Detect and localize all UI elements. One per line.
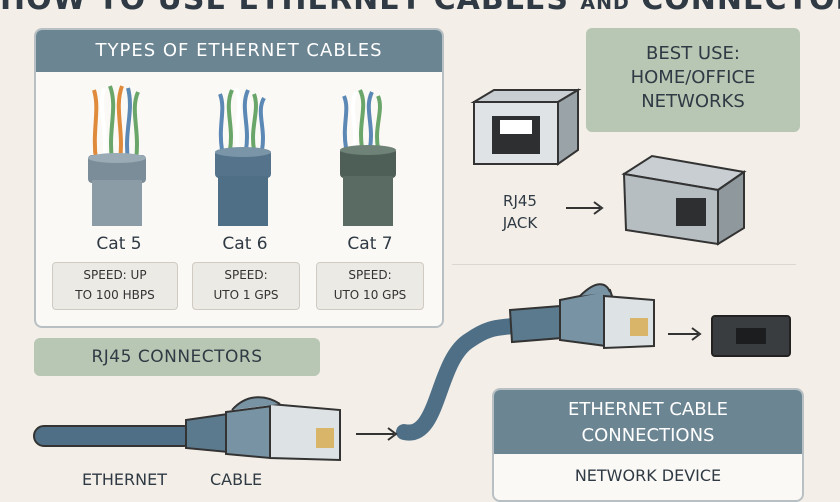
speed-line1: SPEED: [348,268,392,282]
rj45-jack-line2: JACK [502,214,538,232]
speed-line2: UTO 10 GPS [333,288,407,302]
illustration-layer [33,85,791,462]
rj45-jack-label: RJ45 JACK [480,190,560,234]
best-use-line1: BEST USE: [646,43,740,64]
speed-line1: SPEED: [224,268,268,282]
connections-heading-line2: CONNECTIONS [581,425,715,446]
rj45-connectors-tag: RJ45 CONNECTORS [34,338,320,376]
cable-types-heading: TYPES OF ETHERNET CABLES [36,30,442,72]
cat5-cable-icon [88,85,146,226]
rj45-jack-icon [470,88,582,166]
ethernet-cable-icon [396,283,655,441]
title-tail: CONNECTORS [641,0,840,17]
cable-connections-panel: ETHERNET CABLE CONNECTIONS NETWORK DEVIC… [492,388,804,502]
network-port-icon [711,315,791,357]
arrow-right-icon [566,201,604,215]
arrow-right-icon [668,327,702,341]
speed-line2: UTO 1 GPS [213,288,279,302]
title-and: AND [580,0,630,14]
cable-name-cat7: Cat 7 [347,234,393,254]
rj45-module-icon [621,154,747,246]
cable-name-cat6: Cat 6 [222,234,268,254]
speed-box-cat7: SPEED: UTO 10 GPS [316,262,424,310]
best-use-tag: BEST USE: HOME/OFFICE NETWORKS [586,28,800,132]
cat7-cable-icon [340,89,396,226]
rj45-jack-line1: RJ45 [503,192,537,210]
cat6-cable-icon [215,87,271,226]
divider [452,264,796,265]
speed-box-cat5: SPEED: UP TO 100 HBPS [52,262,178,310]
rj45-connector-cable-icon [33,396,341,462]
connections-heading-line1: ETHERNET CABLE [568,399,728,420]
best-use-line3: NETWORKS [641,91,745,112]
page-title: HOW TO USE ETHERNET CABLES AND CONNECTOR… [0,0,840,17]
speed-line2: TO 100 HBPS [75,288,155,302]
arrow-right-icon [356,427,398,441]
network-device-label: NETWORK DEVICE [574,466,722,485]
best-use-line2: HOME/OFFICE [630,67,756,88]
cable-connections-heading: ETHERNET CABLE CONNECTIONS [494,390,802,454]
cable-name-cat5: Cat 5 [96,234,142,254]
title-main: HOW TO USE ETHERNET CABLES [0,0,569,17]
speed-line1: SPEED: UP [83,268,147,282]
speed-box-cat6: SPEED: UTO 1 GPS [192,262,300,310]
